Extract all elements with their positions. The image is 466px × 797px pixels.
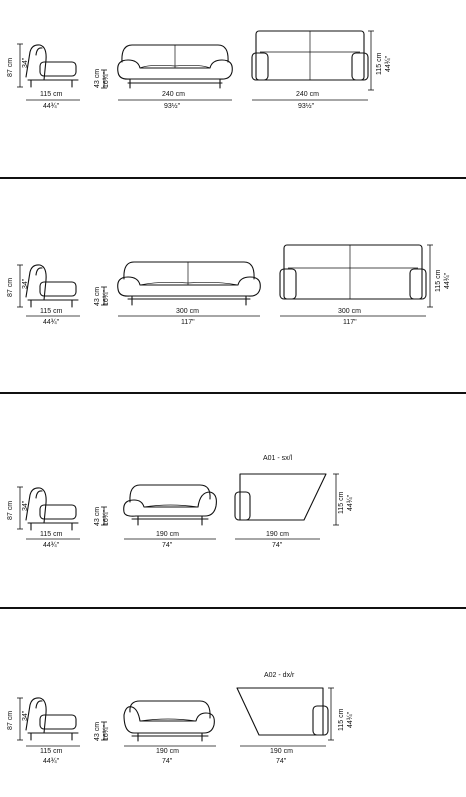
- top-view: [236, 687, 334, 747]
- top-depth-in: 44¾": [385, 55, 392, 72]
- front-width-in: 74": [162, 542, 173, 549]
- front-width-cm: 190 cm: [156, 531, 179, 538]
- module-title: A01 - sx/l: [263, 455, 293, 462]
- section-a01-drawing: 87 cm 34" 115 cm 44¾" 43 cm 16¾" 190 cm …: [7, 455, 354, 549]
- top-depth-cm: 115 cm: [376, 52, 383, 75]
- section-240-drawing: 87 cm 34" 115 cm 44¾" 43 cm 16¾" 240 cm …: [7, 30, 392, 110]
- top-view: [279, 244, 433, 317]
- side-view: [17, 697, 80, 747]
- top-depth-cm: 115 cm: [338, 708, 345, 731]
- side-height-in: 34": [22, 710, 29, 721]
- front-width-in: 93½": [164, 102, 181, 110]
- front-width-in: 117": [181, 319, 195, 326]
- side-depth-cm: 115 cm: [40, 91, 63, 98]
- front-seat-in: 16¾": [103, 289, 110, 306]
- section-divider-2: [0, 392, 466, 394]
- front-width-in: 74": [162, 758, 173, 765]
- top-width-cm: 300 cm: [338, 308, 361, 315]
- top-depth-cm: 115 cm: [435, 269, 442, 292]
- front-width-cm: 300 cm: [176, 308, 199, 315]
- top-width-in: 93½": [298, 102, 315, 110]
- side-depth-in: 44¾": [43, 319, 60, 326]
- top-width-cm: 240 cm: [296, 91, 319, 98]
- front-view: [101, 484, 217, 540]
- front-width-cm: 240 cm: [162, 91, 185, 98]
- top-view: [234, 473, 339, 540]
- side-height-cm: 87 cm: [7, 711, 14, 730]
- front-view: [101, 261, 261, 317]
- front-seat-cm: 43 cm: [94, 722, 101, 741]
- top-depth-in: 44¾": [347, 494, 354, 511]
- section-a02-drawing: 87 cm 34" 115 cm 44¾" 43 cm 16¾" 190 cm …: [7, 672, 354, 765]
- front-seat-in: 16¾": [103, 724, 110, 741]
- front-seat-in: 16¾": [103, 509, 110, 526]
- top-width-in: 117": [343, 319, 357, 326]
- side-depth-in: 44¾": [43, 103, 60, 110]
- side-height-in: 34": [22, 278, 29, 289]
- side-depth-cm: 115 cm: [40, 748, 63, 755]
- top-view: [251, 30, 374, 101]
- side-height-cm: 87 cm: [7, 278, 14, 297]
- top-depth-in: 44¾": [347, 711, 354, 728]
- top-depth-in: 44¾": [444, 272, 451, 289]
- side-depth-cm: 115 cm: [40, 308, 63, 315]
- front-view: [101, 44, 233, 101]
- front-seat-cm: 43 cm: [94, 69, 101, 88]
- front-view: [101, 700, 216, 747]
- top-width-cm: 190 cm: [266, 531, 289, 538]
- side-height-in: 34": [22, 500, 29, 511]
- side-depth-in: 44¾": [43, 542, 60, 549]
- side-depth-cm: 115 cm: [40, 531, 63, 538]
- section-divider-3: [0, 607, 466, 609]
- top-width-in: 74": [272, 542, 283, 549]
- side-height-in: 34": [22, 57, 29, 68]
- front-seat-cm: 43 cm: [94, 287, 101, 306]
- module-title: A02 - dx/r: [264, 672, 295, 679]
- side-view: [17, 486, 80, 540]
- side-view: [17, 43, 80, 101]
- front-seat-in: 16¾": [103, 71, 110, 88]
- top-width-in: 74": [276, 758, 287, 765]
- side-depth-in: 44¾": [43, 758, 60, 765]
- side-view: [17, 264, 80, 317]
- top-depth-cm: 115 cm: [338, 491, 345, 514]
- front-seat-cm: 43 cm: [94, 507, 101, 526]
- section-300-drawing: 87 cm 34" 115 cm 44¾" 43 cm 16¾" 300 cm …: [7, 244, 451, 326]
- front-width-cm: 190 cm: [156, 748, 179, 755]
- top-width-cm: 190 cm: [270, 748, 293, 755]
- side-height-cm: 87 cm: [7, 501, 14, 520]
- side-height-cm: 87 cm: [7, 58, 14, 77]
- section-divider-1: [0, 177, 466, 179]
